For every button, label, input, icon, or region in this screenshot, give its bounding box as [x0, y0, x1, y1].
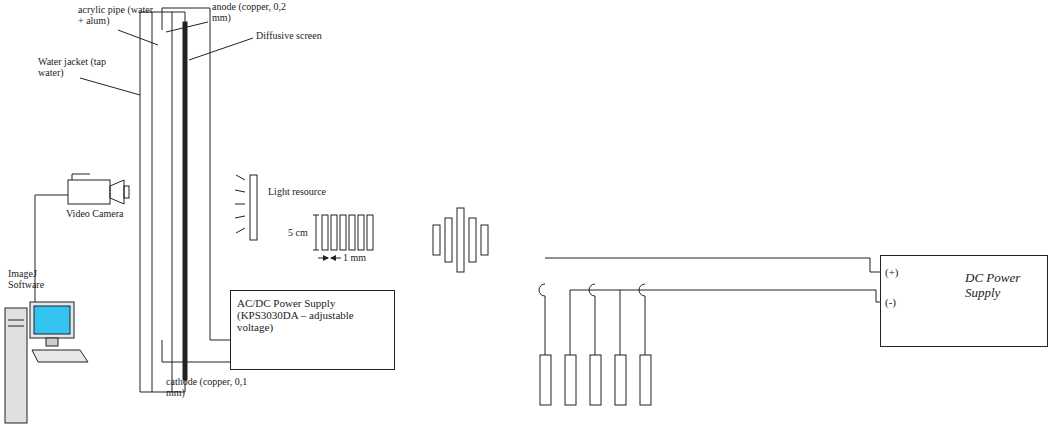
pipe-label: acrylic pipe (water + alum) [78, 4, 158, 26]
light-label: Light resource [268, 186, 358, 197]
node-text: DC Power Supply [965, 270, 1043, 300]
camera-label: Video Camera [66, 208, 146, 219]
dc-power-supply-box: (+) (-) DC Power Supply [880, 255, 1048, 347]
cathode-label: cathode (copper, 0,1 mm) [166, 376, 256, 398]
dimension-label: 5 cm [288, 227, 314, 238]
node-text: (+) [885, 266, 915, 278]
power-supply-box: AC/DC Power Supply (KPS3030DA – adjustab… [230, 290, 395, 370]
anode-label: anode (copper, 0,2 mm) [212, 1, 292, 23]
dimension-label: 1 mm [343, 252, 373, 263]
screen-label: Diffusive screen [256, 30, 346, 41]
node-text: AC/DC Power Supply (KPS3030DA – adjustab… [237, 297, 387, 333]
jacket-label: Water jacket (tap water) [38, 56, 108, 78]
node-text: (-) [885, 296, 915, 308]
software-label: ImageJ Software [8, 268, 68, 290]
